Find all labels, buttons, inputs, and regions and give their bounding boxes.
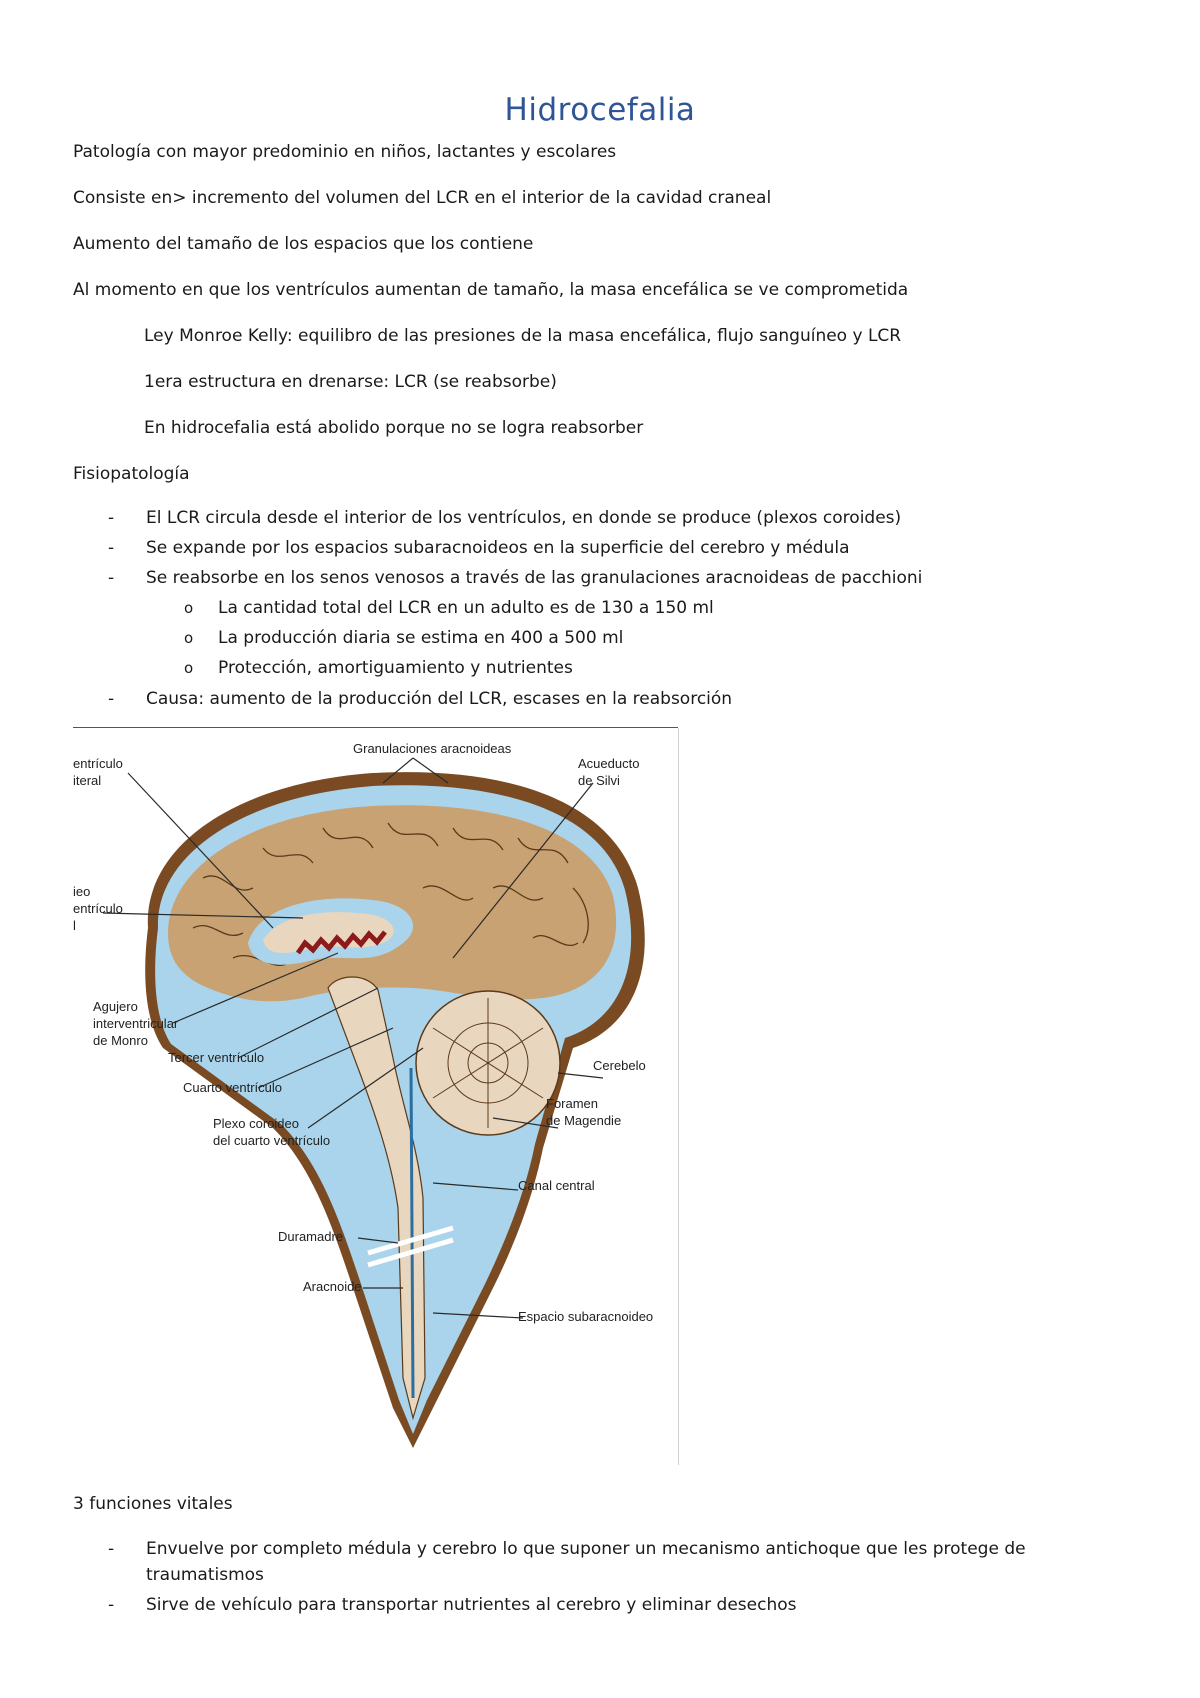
section-heading-fisiopatologia: Fisiopatología xyxy=(73,464,190,484)
dash-marker: - xyxy=(108,538,115,558)
sub-list-item: La cantidad total del LCR en un adulto e… xyxy=(218,598,714,618)
label-agujero-monro: interventricular xyxy=(93,1016,179,1031)
label-techo-ventriculo: ieo xyxy=(73,884,90,899)
list-item: Se reabsorbe en los senos venosos a trav… xyxy=(146,568,923,588)
document-title: Hidrocefalia xyxy=(504,92,696,128)
label-acueducto: de Silvi xyxy=(578,773,620,788)
sub-list-item: Protección, amortiguamiento y nutrientes xyxy=(218,658,573,678)
paragraph-patologia: Patología con mayor predominio en niños,… xyxy=(73,142,617,162)
label-tercer-ventriculo: Tercer ventrículo xyxy=(168,1050,264,1065)
list-item: El LCR circula desde el interior de los … xyxy=(146,508,902,528)
label-ventriculo-lateral: iteral xyxy=(73,773,101,788)
section-heading-funciones: 3 funciones vitales xyxy=(73,1494,233,1514)
list-item-causa: Causa: aumento de la producción del LCR,… xyxy=(146,689,733,709)
paragraph-aumento: Aumento del tamaño de los espacios que l… xyxy=(73,234,534,254)
label-cerebelo: Cerebelo xyxy=(593,1058,646,1073)
central-canal-shape xyxy=(409,1067,415,1399)
paragraph-primera-estructura: 1era estructura en drenarse: LCR (se rea… xyxy=(144,372,557,392)
gyri-lines xyxy=(192,822,589,966)
label-plexo-coroideo: del cuarto ventrículo xyxy=(213,1133,330,1148)
label-foramen-magendie: de Magendie xyxy=(546,1113,621,1128)
dash-marker: - xyxy=(108,689,115,709)
label-acueducto: Acueducto xyxy=(578,756,639,771)
label-foramen-magendie: Foramen xyxy=(546,1096,598,1111)
list-item: Sirve de vehículo para transportar nutri… xyxy=(146,1595,797,1615)
leader-lines xyxy=(102,757,604,1319)
figure-top-rule xyxy=(73,727,678,728)
paragraph-monroe-kelly: Ley Monroe Kelly: equilibro de las presi… xyxy=(144,326,902,346)
cerebellum-folia xyxy=(432,998,544,1128)
csf-circulation-figure: Granulaciones aracnoideas entrículo iter… xyxy=(73,728,679,1465)
label-agujero-monro: de Monro xyxy=(93,1033,148,1048)
label-plexo-coroideo: Plexo coroideo xyxy=(213,1116,299,1131)
label-techo-ventriculo: entrículo xyxy=(73,901,123,916)
list-item: Envuelve por completo médula y cerebro l… xyxy=(146,1539,1026,1559)
circle-marker: o xyxy=(184,629,194,647)
label-techo-ventriculo: l xyxy=(73,918,76,933)
cut-line xyxy=(367,1237,454,1268)
list-item-continuation: traumatismos xyxy=(146,1565,264,1585)
label-canal-central: Canal central xyxy=(518,1178,595,1193)
dash-marker: - xyxy=(108,1595,115,1615)
list-item: Se expande por los espacios subaracnoide… xyxy=(146,538,850,558)
label-espacio-subaracnoideo: Espacio subaracnoideo xyxy=(518,1309,653,1324)
brainstem-spinal-cord-shape xyxy=(327,976,426,1421)
dash-marker: - xyxy=(108,1539,115,1559)
label-aracnoide: Aracnoide xyxy=(303,1279,362,1294)
cut-line xyxy=(367,1225,454,1256)
paragraph-abolido: En hidrocefalia está abolido porque no s… xyxy=(144,418,644,438)
paragraph-consiste: Consiste en> incremento del volumen del … xyxy=(73,188,772,208)
sub-list-item: La producción diaria se estima en 400 a … xyxy=(218,628,624,648)
circle-marker: o xyxy=(184,599,194,617)
label-ventriculo-lateral: entrículo xyxy=(73,756,123,771)
choroid-plexus-shape xyxy=(295,930,387,955)
label-cuarto-ventriculo: Cuarto ventrículo xyxy=(183,1080,282,1095)
paragraph-momento: Al momento en que los ventrículos aument… xyxy=(73,280,909,300)
dash-marker: - xyxy=(108,568,115,588)
circle-marker: o xyxy=(184,659,194,677)
dash-marker: - xyxy=(108,508,115,528)
brain-diagram: Granulaciones aracnoideas entrículo iter… xyxy=(73,741,653,1448)
label-agujero-monro: Agujero xyxy=(93,999,138,1014)
label-duramadre: Duramadre xyxy=(278,1229,343,1244)
label-granulaciones: Granulaciones aracnoideas xyxy=(353,741,512,756)
